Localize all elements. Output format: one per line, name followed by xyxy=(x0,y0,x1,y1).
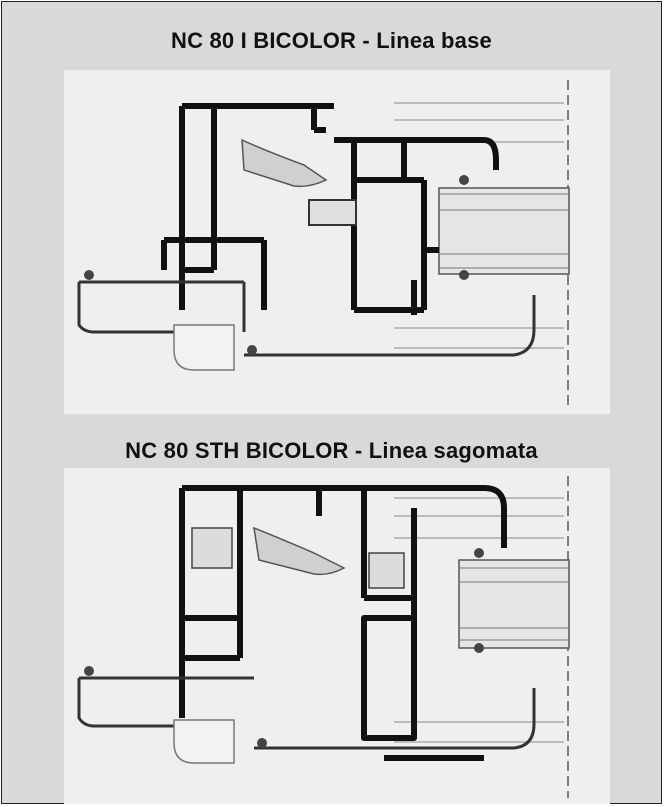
profile-drawing-panel-sagomata xyxy=(64,468,610,804)
window-profile-section-sagomata xyxy=(77,476,570,798)
profile-drawing-panel-base xyxy=(64,70,610,414)
window-profile-section-base xyxy=(77,80,570,410)
section-title-linea-sagomata: NC 80 STH BICOLOR - Linea sagomata xyxy=(125,438,538,463)
section-title-linea-base: NC 80 I BICOLOR - Linea base xyxy=(170,28,492,53)
